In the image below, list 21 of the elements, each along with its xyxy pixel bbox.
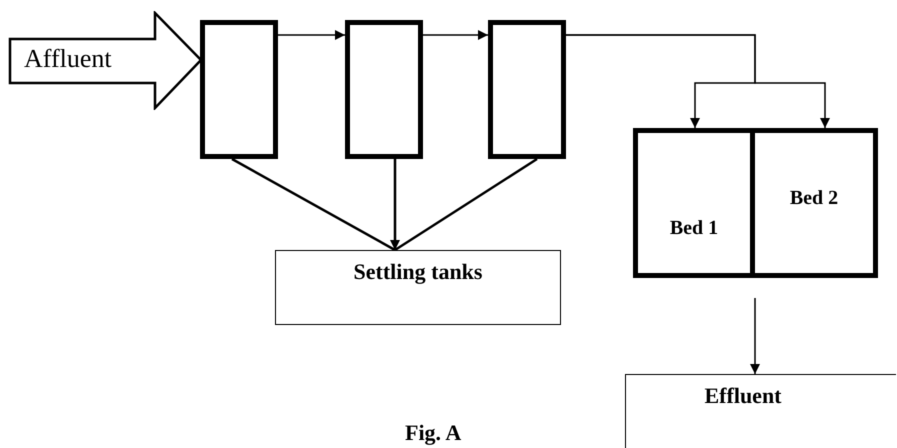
block-arrow [8,11,203,110]
arrow [390,159,400,250]
process-box [633,128,755,278]
connector-line [231,158,396,252]
tank-box [345,20,423,159]
arrow [566,34,830,128]
node-label: Bed 1 [668,217,720,240]
node-label: Affluent [24,44,112,74]
process-box [625,374,896,448]
tank-box [488,20,566,159]
node-label: Settling tanks [352,259,484,285]
arrow [750,298,760,374]
node-label: Effluent [704,383,782,409]
tank-box [200,20,278,159]
process-box [755,128,878,278]
figure-caption: Fig. A [405,420,462,446]
node-label: Bed 2 [788,187,840,210]
arrow [423,30,488,40]
connector-line [394,158,538,252]
process-box [275,250,561,325]
arrow [278,30,345,40]
